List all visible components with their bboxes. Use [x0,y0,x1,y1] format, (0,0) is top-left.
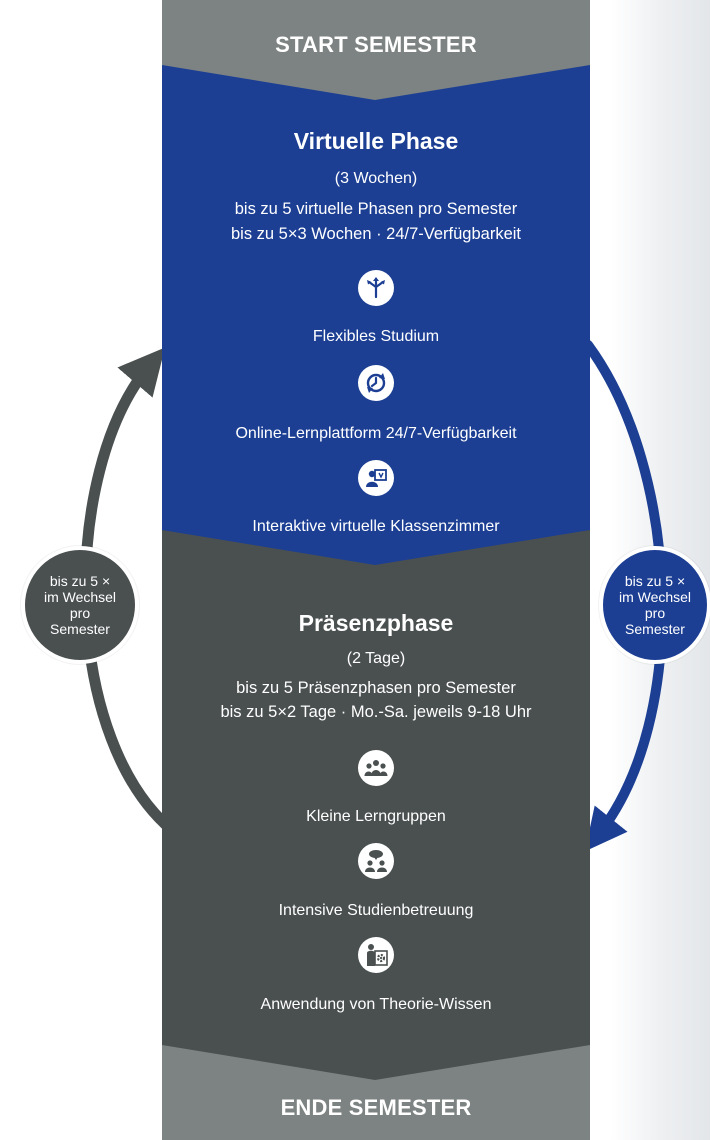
cycle-arrow-right [583,340,668,852]
virtual-phase-block [162,60,590,565]
presence-phase-block [162,525,590,1080]
end-semester-block [162,1040,590,1140]
start-semester-block [162,0,590,100]
